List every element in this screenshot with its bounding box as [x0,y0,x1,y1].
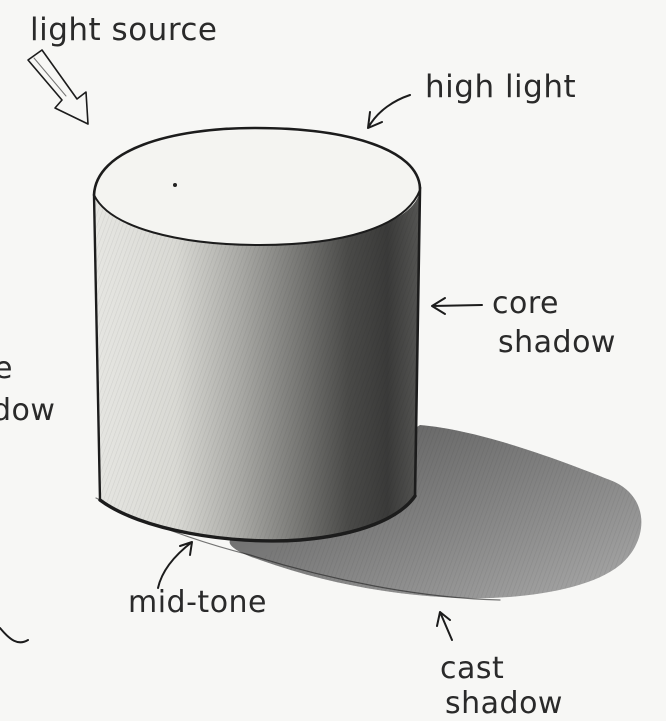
light-source-label: light source [30,12,218,48]
core-shadow-label-line2: shadow [498,325,616,360]
light-direction-arrow-icon [28,50,88,124]
cast-shadow-label-line2: shadow [445,686,563,721]
cropped-left-label-lower: dow [0,393,55,428]
cast-shadow-label-line1: cast [440,651,504,686]
highlight-label: high light [425,69,576,105]
cropped-left-mark [0,628,28,642]
highlight-pointer-arrow-icon [368,95,410,128]
mid-tone-label: mid-tone [128,585,267,620]
mid-tone-pointer-arrow-icon [158,542,192,588]
cast-shadow-pointer-arrow-icon [437,612,452,640]
core-shadow-label-line1: core [492,286,559,321]
core-shadow-pointer-arrow-icon [432,298,482,314]
cropped-left-label-upper: e [0,351,13,386]
